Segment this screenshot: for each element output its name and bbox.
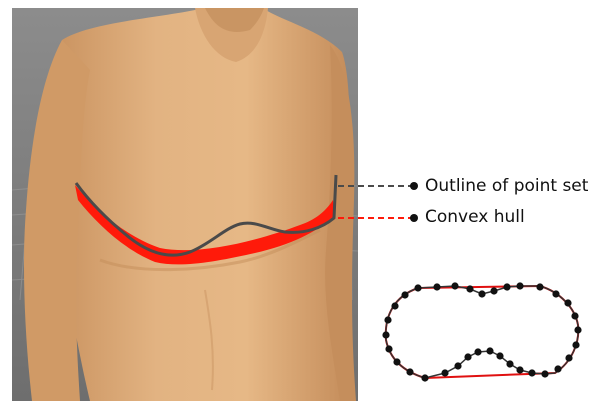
- legend-hull-label: Convex hull: [425, 207, 525, 227]
- torso-body: [52, 8, 351, 401]
- inset-points: [382, 282, 581, 381]
- hull-leader-dot: [410, 214, 418, 222]
- legend-outline-label: Outline of point set: [425, 176, 588, 196]
- inset-point-outline: [386, 286, 579, 378]
- hull-inset-diagram: [382, 282, 581, 381]
- inset-convex-hull: [386, 286, 579, 378]
- outline-leader-dot: [410, 182, 418, 190]
